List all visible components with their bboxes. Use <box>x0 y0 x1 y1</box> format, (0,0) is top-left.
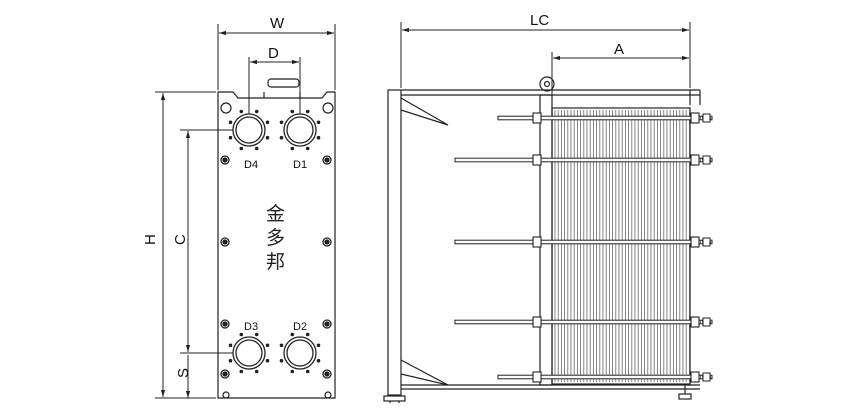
nut <box>702 317 711 327</box>
tie-rod <box>454 316 713 328</box>
port-label-d3: D3 <box>244 321 258 333</box>
flange-bolt <box>305 369 310 374</box>
port-d2 <box>283 336 317 370</box>
flange-bolt <box>279 343 284 348</box>
plate-pack <box>551 107 691 385</box>
flange-bolt <box>254 369 259 374</box>
nut <box>702 113 711 123</box>
flange-bolt <box>305 332 310 337</box>
dimension-c-label: C <box>172 234 189 245</box>
roller <box>539 76 555 92</box>
plate-bolts <box>220 155 332 379</box>
dimension-d <box>248 57 301 114</box>
flange-bolt <box>265 135 270 140</box>
nut <box>690 154 700 166</box>
port-label-d1: D1 <box>293 159 307 171</box>
port-d1 <box>283 113 317 147</box>
nut <box>702 237 711 247</box>
flange-bolt <box>279 120 284 125</box>
nut <box>532 236 542 248</box>
logo-char-2: 多 <box>266 227 285 249</box>
tie-rod <box>454 154 713 166</box>
dimension-lc-label: LC <box>530 12 549 29</box>
tie-rods <box>454 112 713 383</box>
flange-bolt <box>265 358 270 363</box>
flange-bolt <box>279 135 284 140</box>
flange-bolt <box>239 109 244 114</box>
flange-bolts <box>228 109 321 374</box>
nut <box>690 316 700 328</box>
nut <box>532 154 542 166</box>
flange-bolt <box>305 109 310 114</box>
flange-bolt <box>290 369 295 374</box>
flange-bolt <box>228 343 233 348</box>
port-d3 <box>232 336 266 370</box>
dimension-lc <box>400 22 691 88</box>
flange-bolt <box>265 120 270 125</box>
flange-bolt <box>316 135 321 140</box>
flange-bolt <box>239 146 244 151</box>
flange-bolt <box>254 146 259 151</box>
nut <box>690 236 700 248</box>
logo-char-1: 金 <box>266 203 285 225</box>
tie-rod <box>497 112 713 124</box>
flange-bolt <box>254 332 259 337</box>
flange-bolt <box>316 120 321 125</box>
nut <box>532 371 542 383</box>
nut <box>702 155 711 165</box>
logo-char-3: 邦 <box>266 251 285 273</box>
flange-bolt <box>239 369 244 374</box>
flange-bolt <box>290 146 295 151</box>
tie-rod <box>497 371 713 383</box>
dimension-h-label: H <box>142 234 159 245</box>
flange-bolt <box>239 332 244 337</box>
dimension-a <box>551 52 689 100</box>
plate-fins <box>554 110 690 382</box>
nut <box>690 371 700 383</box>
flange-bolt <box>228 358 233 363</box>
flange-bolt <box>316 358 321 363</box>
flange-bolt <box>265 343 270 348</box>
fixed-frame <box>387 89 402 396</box>
nut <box>702 372 711 382</box>
flange-bolt <box>290 332 295 337</box>
nut <box>532 316 542 328</box>
dimension-a-label: A <box>614 41 624 58</box>
tie-rod <box>454 236 713 248</box>
side-view <box>383 76 701 403</box>
front-view <box>217 78 336 399</box>
flange-bolt <box>228 120 233 125</box>
flange-bolt <box>279 358 284 363</box>
nut <box>532 112 542 124</box>
dimension-d-label: D <box>268 45 279 62</box>
dimension-s-label: S <box>175 368 192 378</box>
flange-bolt <box>316 343 321 348</box>
port-label-d4: D4 <box>244 159 258 171</box>
port-d4 <box>232 113 266 147</box>
dimension-w <box>217 24 336 90</box>
nut <box>690 112 700 124</box>
flange-bolt <box>254 109 259 114</box>
flange-bolt <box>305 146 310 151</box>
top-notch <box>267 78 300 88</box>
port-label-d2: D2 <box>293 321 307 333</box>
flange-bolt <box>228 135 233 140</box>
dimension-h <box>155 91 216 399</box>
dimension-c <box>180 129 233 354</box>
frame-plate <box>217 91 336 399</box>
dimension-w-label: W <box>270 15 285 32</box>
flange-bolt <box>290 109 295 114</box>
